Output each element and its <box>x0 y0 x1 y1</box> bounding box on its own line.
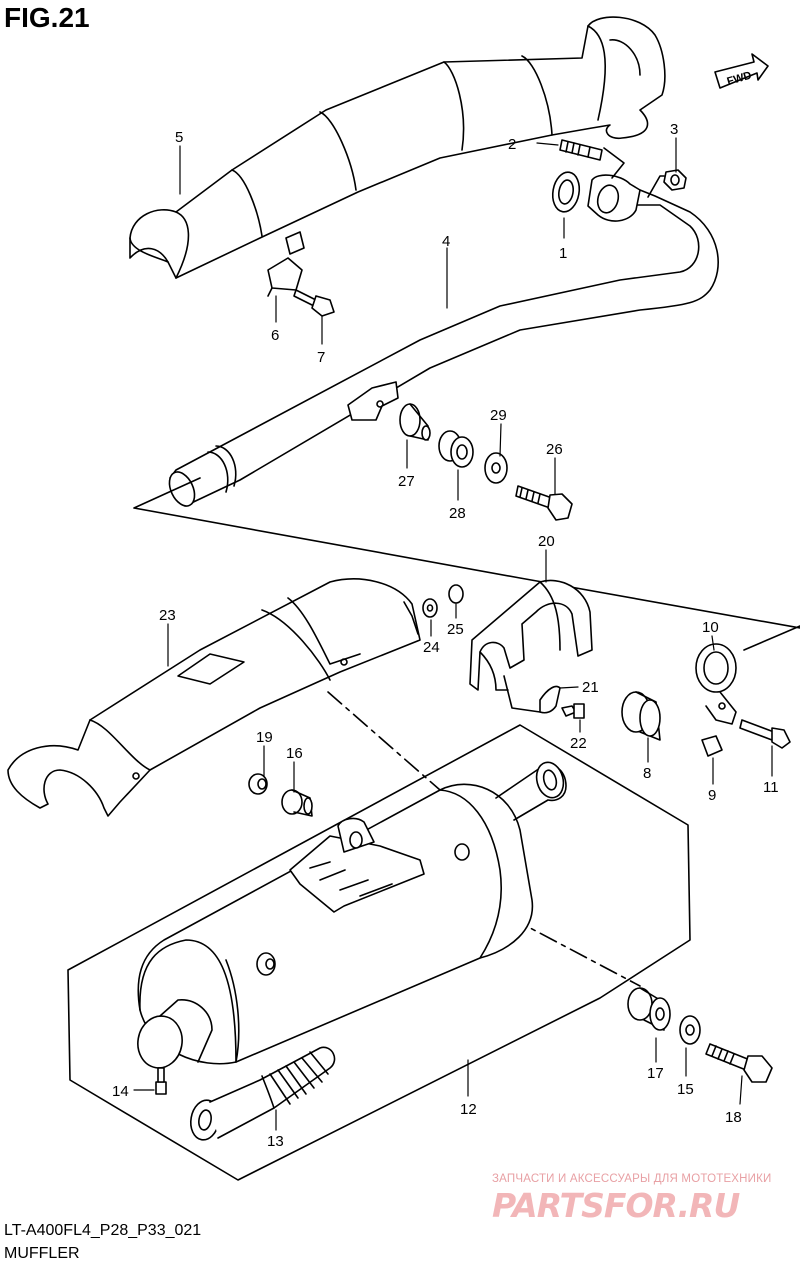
part-4-exhaust-pipe <box>168 189 719 507</box>
callout-6: 6 <box>271 327 279 344</box>
callout-7: 7 <box>317 349 325 366</box>
watermark-logo: PARTSFOR.RU <box>492 1186 740 1225</box>
part-19-grommet <box>248 773 268 795</box>
callouts: 1 2 3 4 5 6 7 8 9 10 11 12 13 14 15 16 1… <box>112 121 779 1150</box>
callout-16: 16 <box>286 745 303 762</box>
callout-15: 15 <box>677 1081 694 1098</box>
callout-18: 18 <box>725 1109 742 1126</box>
part-18-bolt <box>705 1043 773 1083</box>
part-5-exhaust-pipe-cover <box>129 16 666 279</box>
part-12-muffler <box>137 761 567 1069</box>
callout-17: 17 <box>647 1065 664 1082</box>
callout-21: 21 <box>582 679 599 696</box>
part-23-muffler-cover <box>7 578 421 817</box>
callout-13: 13 <box>267 1133 284 1150</box>
callout-28: 28 <box>449 505 466 522</box>
part-7-bolt <box>293 289 335 317</box>
part-28-grommet <box>438 430 474 468</box>
callout-22: 22 <box>570 735 587 752</box>
callout-29: 29 <box>490 407 507 424</box>
callout-4: 4 <box>442 233 450 250</box>
diagram-caption: MUFFLER <box>4 1245 80 1262</box>
leader-lines <box>133 137 773 1131</box>
callout-10: 10 <box>702 619 719 636</box>
alignment-line-1 <box>327 691 441 791</box>
assembly-line-right <box>743 625 800 651</box>
part-12-assembly-frame <box>67 724 691 1181</box>
part-1-gasket <box>551 171 581 213</box>
callout-11: 11 <box>763 779 779 796</box>
leader-3b <box>647 175 665 198</box>
callout-14: 14 <box>112 1083 129 1100</box>
callout-20: 20 <box>538 533 555 550</box>
part-17-grommet <box>627 987 671 1031</box>
assembly-line <box>133 477 800 629</box>
part-14-screw <box>155 1067 167 1095</box>
part-21-clip <box>539 685 561 714</box>
part-16-collar <box>281 789 313 817</box>
part-29-washer <box>484 452 508 484</box>
part-24-washer <box>422 598 438 618</box>
part-10-clamp <box>695 643 737 725</box>
callout-8: 8 <box>643 765 651 782</box>
callout-19: 19 <box>256 729 273 746</box>
callout-12: 12 <box>460 1101 477 1118</box>
part-26-bolt <box>515 485 573 521</box>
callout-25: 25 <box>447 621 464 638</box>
callout-9: 9 <box>708 787 716 804</box>
callout-1: 1 <box>559 245 567 262</box>
exhaust-flange <box>587 174 641 222</box>
part-9-spacer <box>701 735 723 757</box>
callout-26: 26 <box>546 441 563 458</box>
fwd-arrow-icon: FWD <box>714 53 769 89</box>
part-22-screw <box>561 703 585 719</box>
figure-title: FIG.21 <box>4 2 90 33</box>
part-8-seal-ring <box>621 691 661 741</box>
part-15-washer <box>679 1015 701 1045</box>
part-20-joint-cover <box>469 579 593 713</box>
part-13-spark-arrester <box>189 1046 336 1141</box>
callout-3: 3 <box>670 121 678 138</box>
part-6-clip <box>267 231 305 297</box>
callout-27: 27 <box>398 473 415 490</box>
part-2-stud <box>559 139 603 161</box>
leader-2 <box>603 147 625 179</box>
part-3-nut <box>663 169 687 191</box>
part-11-bolt <box>739 719 791 749</box>
part-25-nut <box>448 584 464 604</box>
part-27-spacer <box>399 403 431 441</box>
callout-23: 23 <box>159 607 176 624</box>
watermark-tagline: ЗАПЧАСТИ И АКСЕССУАРЫ ДЛЯ МОТОТЕХНИКИ <box>492 1173 772 1185</box>
callout-5: 5 <box>175 129 183 146</box>
diagram-code: LT-A400FL4_P28_P33_021 <box>4 1222 202 1239</box>
callout-2: 2 <box>508 136 516 153</box>
callout-24: 24 <box>423 639 440 656</box>
